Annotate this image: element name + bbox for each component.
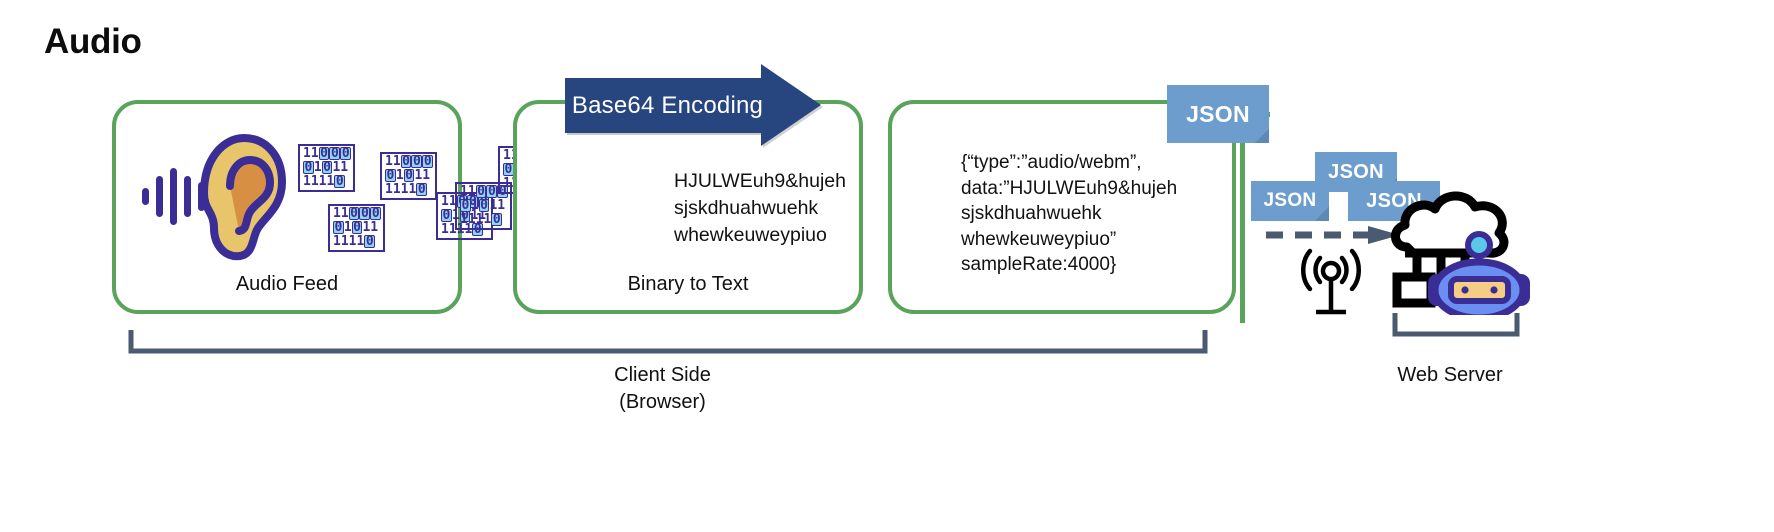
- json-card-label: JSON: [1328, 160, 1384, 183]
- base64-encoding-arrow: Base64 Encoding: [565, 64, 821, 146]
- arrow-label: Base64 Encoding: [571, 91, 764, 119]
- dashed-arrow-icon: [1266, 226, 1400, 244]
- json-card-main: JSON: [1167, 85, 1269, 143]
- caption-web-server: Web Server: [1397, 364, 1503, 386]
- json-card-label: JSON: [1366, 189, 1422, 212]
- stage-label-binary-to-text: Binary to Text: [627, 273, 749, 295]
- json-payload-text: {“type”:”audio/webm”, data:”HJULWEuh9&hu…: [961, 152, 1178, 275]
- arrow-head-icon: [761, 64, 821, 146]
- antenna-wireless-icon: [1301, 248, 1361, 315]
- arrow-shaft: [565, 78, 770, 133]
- page-fold-icon: [1315, 207, 1329, 221]
- connector-line-json-down: [1240, 143, 1245, 323]
- base64-payload-text: HJULWEuh9&hujeh sjskdhuahwuehk whewkeuwe…: [674, 170, 846, 246]
- bracket-web-server: [1392, 313, 1520, 337]
- page-title: Audio: [44, 22, 142, 61]
- json-card-label: JSON: [1186, 100, 1250, 127]
- json-card-left: JSON: [1251, 181, 1329, 221]
- json-card-label: JSON: [1263, 190, 1317, 211]
- cloud-robot-server-icon: [1391, 191, 1530, 315]
- caption-client-side: Client Side (Browser): [614, 364, 711, 413]
- ear-icon: [142, 134, 286, 261]
- stage-label-audio-feed: Audio Feed: [235, 273, 339, 295]
- bracket-client-side: [128, 330, 1208, 354]
- page-fold-icon: [1255, 129, 1269, 143]
